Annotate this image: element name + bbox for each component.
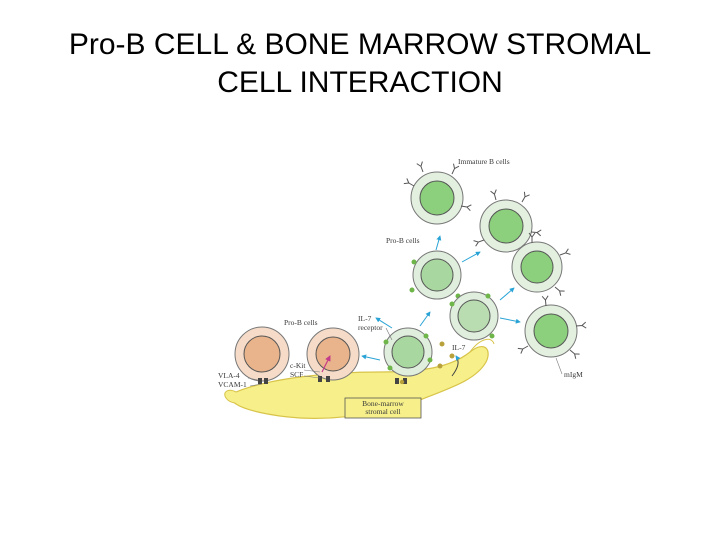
pro-b-cell-il7-receptor — [383, 327, 433, 377]
label-leader-lines — [247, 327, 563, 387]
stromal-label-box — [344, 397, 422, 419]
immature-b-cell-3 — [511, 232, 571, 297]
immature-b-cell-2 — [473, 189, 542, 253]
pro-b-cell-middle — [409, 250, 462, 300]
label-il7-receptor-line-2: receptor — [358, 323, 383, 332]
pro-b-cell-left-2 — [306, 327, 360, 381]
slide-title: Pro-B CELL & BONE MARROW STROMAL CELL IN… — [40, 26, 680, 102]
label-c-kit: c-Kit — [290, 361, 306, 370]
label-vcam1: VCAM-1 — [218, 380, 247, 389]
label-il7: IL-7 — [452, 343, 466, 352]
immature-b-cell-1 — [403, 161, 472, 225]
title-line-2: CELL INTERACTION — [217, 66, 503, 99]
stromal-cell — [230, 346, 489, 419]
label-scf: SCF — [290, 370, 303, 379]
label-migm: mIgM — [564, 370, 583, 379]
label-immature-b-cells: Immature B cells — [458, 157, 510, 166]
pro-b-cell-left-1 — [234, 326, 290, 382]
label-vla4: VLA-4 — [218, 371, 240, 380]
development-arrows — [361, 235, 521, 361]
immature-b-cell-4 — [517, 295, 587, 360]
c-kit-signal-arrow — [321, 355, 331, 373]
pro-b-cell-middle-right — [449, 291, 499, 341]
label-il7-receptor-line-1: IL-7 — [358, 314, 372, 323]
stromal-label-line-2: stromal cell — [365, 407, 400, 416]
il7-molecules — [399, 341, 455, 385]
il7-secretion-arrow — [451, 355, 461, 377]
title-line-1: Pro-B CELL & BONE MARROW STROMAL — [68, 28, 652, 61]
adhesion-contacts — [258, 376, 407, 384]
label-pro-b-cells-left: Pro-B cells — [284, 318, 318, 327]
stromal-label-line-1: Bone-marrow — [362, 399, 404, 408]
label-pro-b-cells-top: Pro-B cells — [386, 236, 420, 245]
